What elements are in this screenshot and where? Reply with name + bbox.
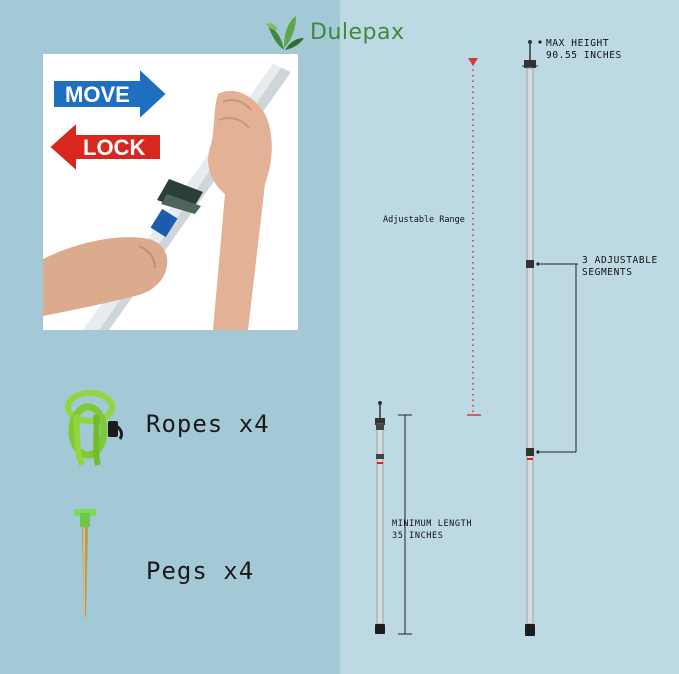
lower-hand xyxy=(43,237,168,316)
max-height-title: MAX HEIGHT xyxy=(546,38,610,49)
right-panel xyxy=(340,0,679,674)
segments-bracket xyxy=(536,262,578,454)
min-length-title: MINIMUM LENGTH xyxy=(392,519,473,529)
dimension-diagram xyxy=(375,40,578,636)
lock-arrow: LOCK xyxy=(47,119,162,175)
min-length-label: MINIMUM LENGTH 35 INCHES xyxy=(392,518,472,542)
move-label: MOVE xyxy=(65,82,130,107)
usage-photo: MOVE LOCK xyxy=(43,54,298,330)
brand-name: Dulepax xyxy=(310,19,405,45)
segments-subtitle: SEGMENTS xyxy=(582,267,633,278)
lock-label: LOCK xyxy=(83,135,145,160)
move-arrow: MOVE xyxy=(52,65,169,123)
max-height-label: MAX HEIGHT 90.55 INCHES xyxy=(546,38,622,62)
short-pole xyxy=(375,401,385,634)
min-length-bracket xyxy=(398,414,412,635)
rope-coil-icon xyxy=(65,390,124,467)
segments-label: 3 ADJUSTABLE SEGMENTS xyxy=(582,255,658,279)
upper-hand xyxy=(208,90,272,330)
brand-logo: Dulepax xyxy=(262,12,405,52)
max-height-leader xyxy=(538,40,542,44)
ropes-label: Ropes x4 xyxy=(146,410,270,438)
pegs-label: Pegs x4 xyxy=(146,557,255,585)
adjustable-range-indicator xyxy=(467,58,481,416)
tall-pole xyxy=(522,40,538,636)
min-length-value: 35 INCHES xyxy=(392,531,444,541)
max-height-value: 90.55 INCHES xyxy=(546,50,622,61)
segments-title: 3 ADJUSTABLE xyxy=(582,255,658,266)
adjustable-range-label: Adjustable Range xyxy=(383,215,465,225)
leaf-logo-icon xyxy=(266,16,304,50)
tent-peg-icon xyxy=(74,509,96,617)
